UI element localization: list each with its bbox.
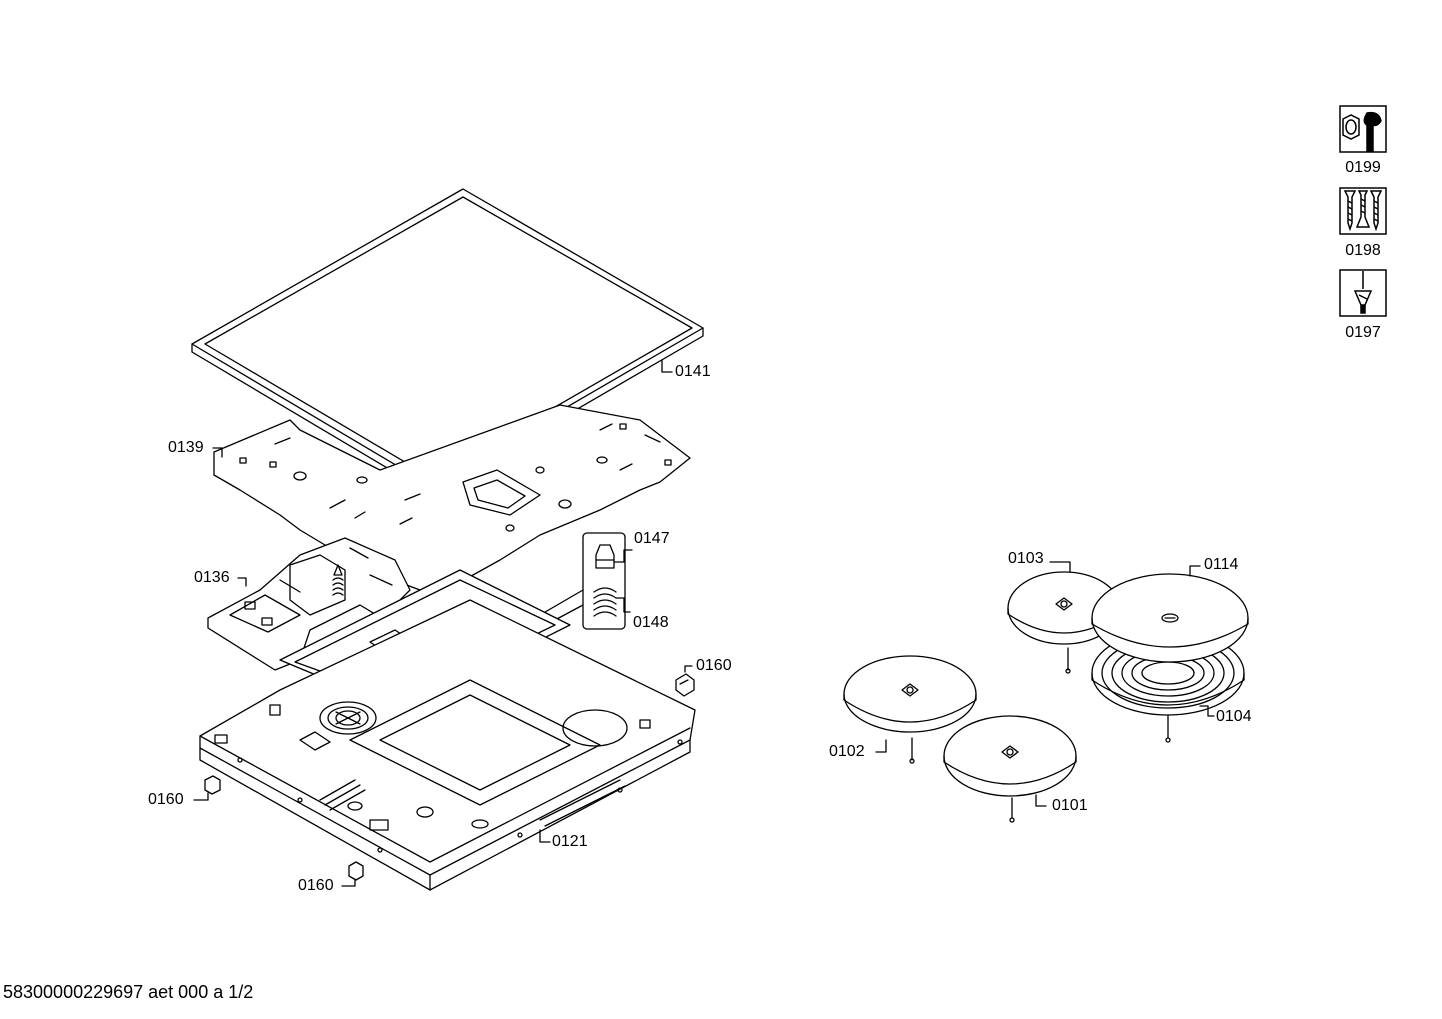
leader-0101 [1035, 794, 1047, 807]
tool-number-0198: 0198 [1345, 242, 1381, 259]
clip-bottom-part [348, 861, 364, 881]
callout-0147: 0147 [634, 530, 670, 547]
leader-0160-left [193, 792, 209, 801]
heating-element-0102 [843, 655, 977, 764]
callout-0160-right: 0160 [696, 657, 732, 674]
callout-0104: 0104 [1216, 708, 1252, 725]
leader-0121 [539, 829, 551, 843]
leader-0136 [237, 577, 247, 587]
leader-0102 [875, 739, 887, 753]
screws-icon [1339, 187, 1387, 235]
document-id: 58300000229697 aet 000 a 1/2 [3, 982, 254, 1002]
electronics-module-part [207, 537, 411, 671]
leader-0104 [1199, 705, 1215, 717]
heating-element-0114 [1091, 573, 1249, 663]
leader-0103 [1049, 561, 1071, 573]
heating-element-0101 [943, 715, 1077, 823]
screwdriver-icon [1339, 269, 1387, 317]
callout-0141: 0141 [675, 363, 711, 380]
spring-detail-box [539, 532, 633, 630]
leader-0141 [661, 359, 673, 373]
callout-0103: 0103 [1008, 550, 1044, 567]
callout-0114: 0114 [1204, 556, 1239, 573]
wrench-nut-icon [1339, 105, 1387, 153]
leader-0160-bottom [341, 878, 356, 887]
leader-0139 [212, 447, 223, 458]
callout-0160-bottom: 0160 [298, 877, 334, 894]
leader-0114 [1189, 565, 1201, 577]
tool-number-0199: 0199 [1345, 159, 1381, 176]
callout-0121: 0121 [552, 833, 588, 850]
callout-0139: 0139 [168, 439, 204, 456]
callout-0101: 0101 [1052, 797, 1088, 814]
glass-top-part [191, 188, 704, 495]
callout-0136: 0136 [194, 569, 230, 586]
callout-0102: 0102 [829, 743, 865, 760]
leader-0160-right [684, 665, 693, 673]
clip-left-part [204, 775, 221, 795]
tool-number-0197: 0197 [1345, 324, 1381, 341]
clip-right-part [675, 673, 695, 697]
bottom-housing-part [199, 599, 696, 891]
callout-0148: 0148 [633, 614, 669, 631]
callout-0160-left: 0160 [148, 791, 184, 808]
